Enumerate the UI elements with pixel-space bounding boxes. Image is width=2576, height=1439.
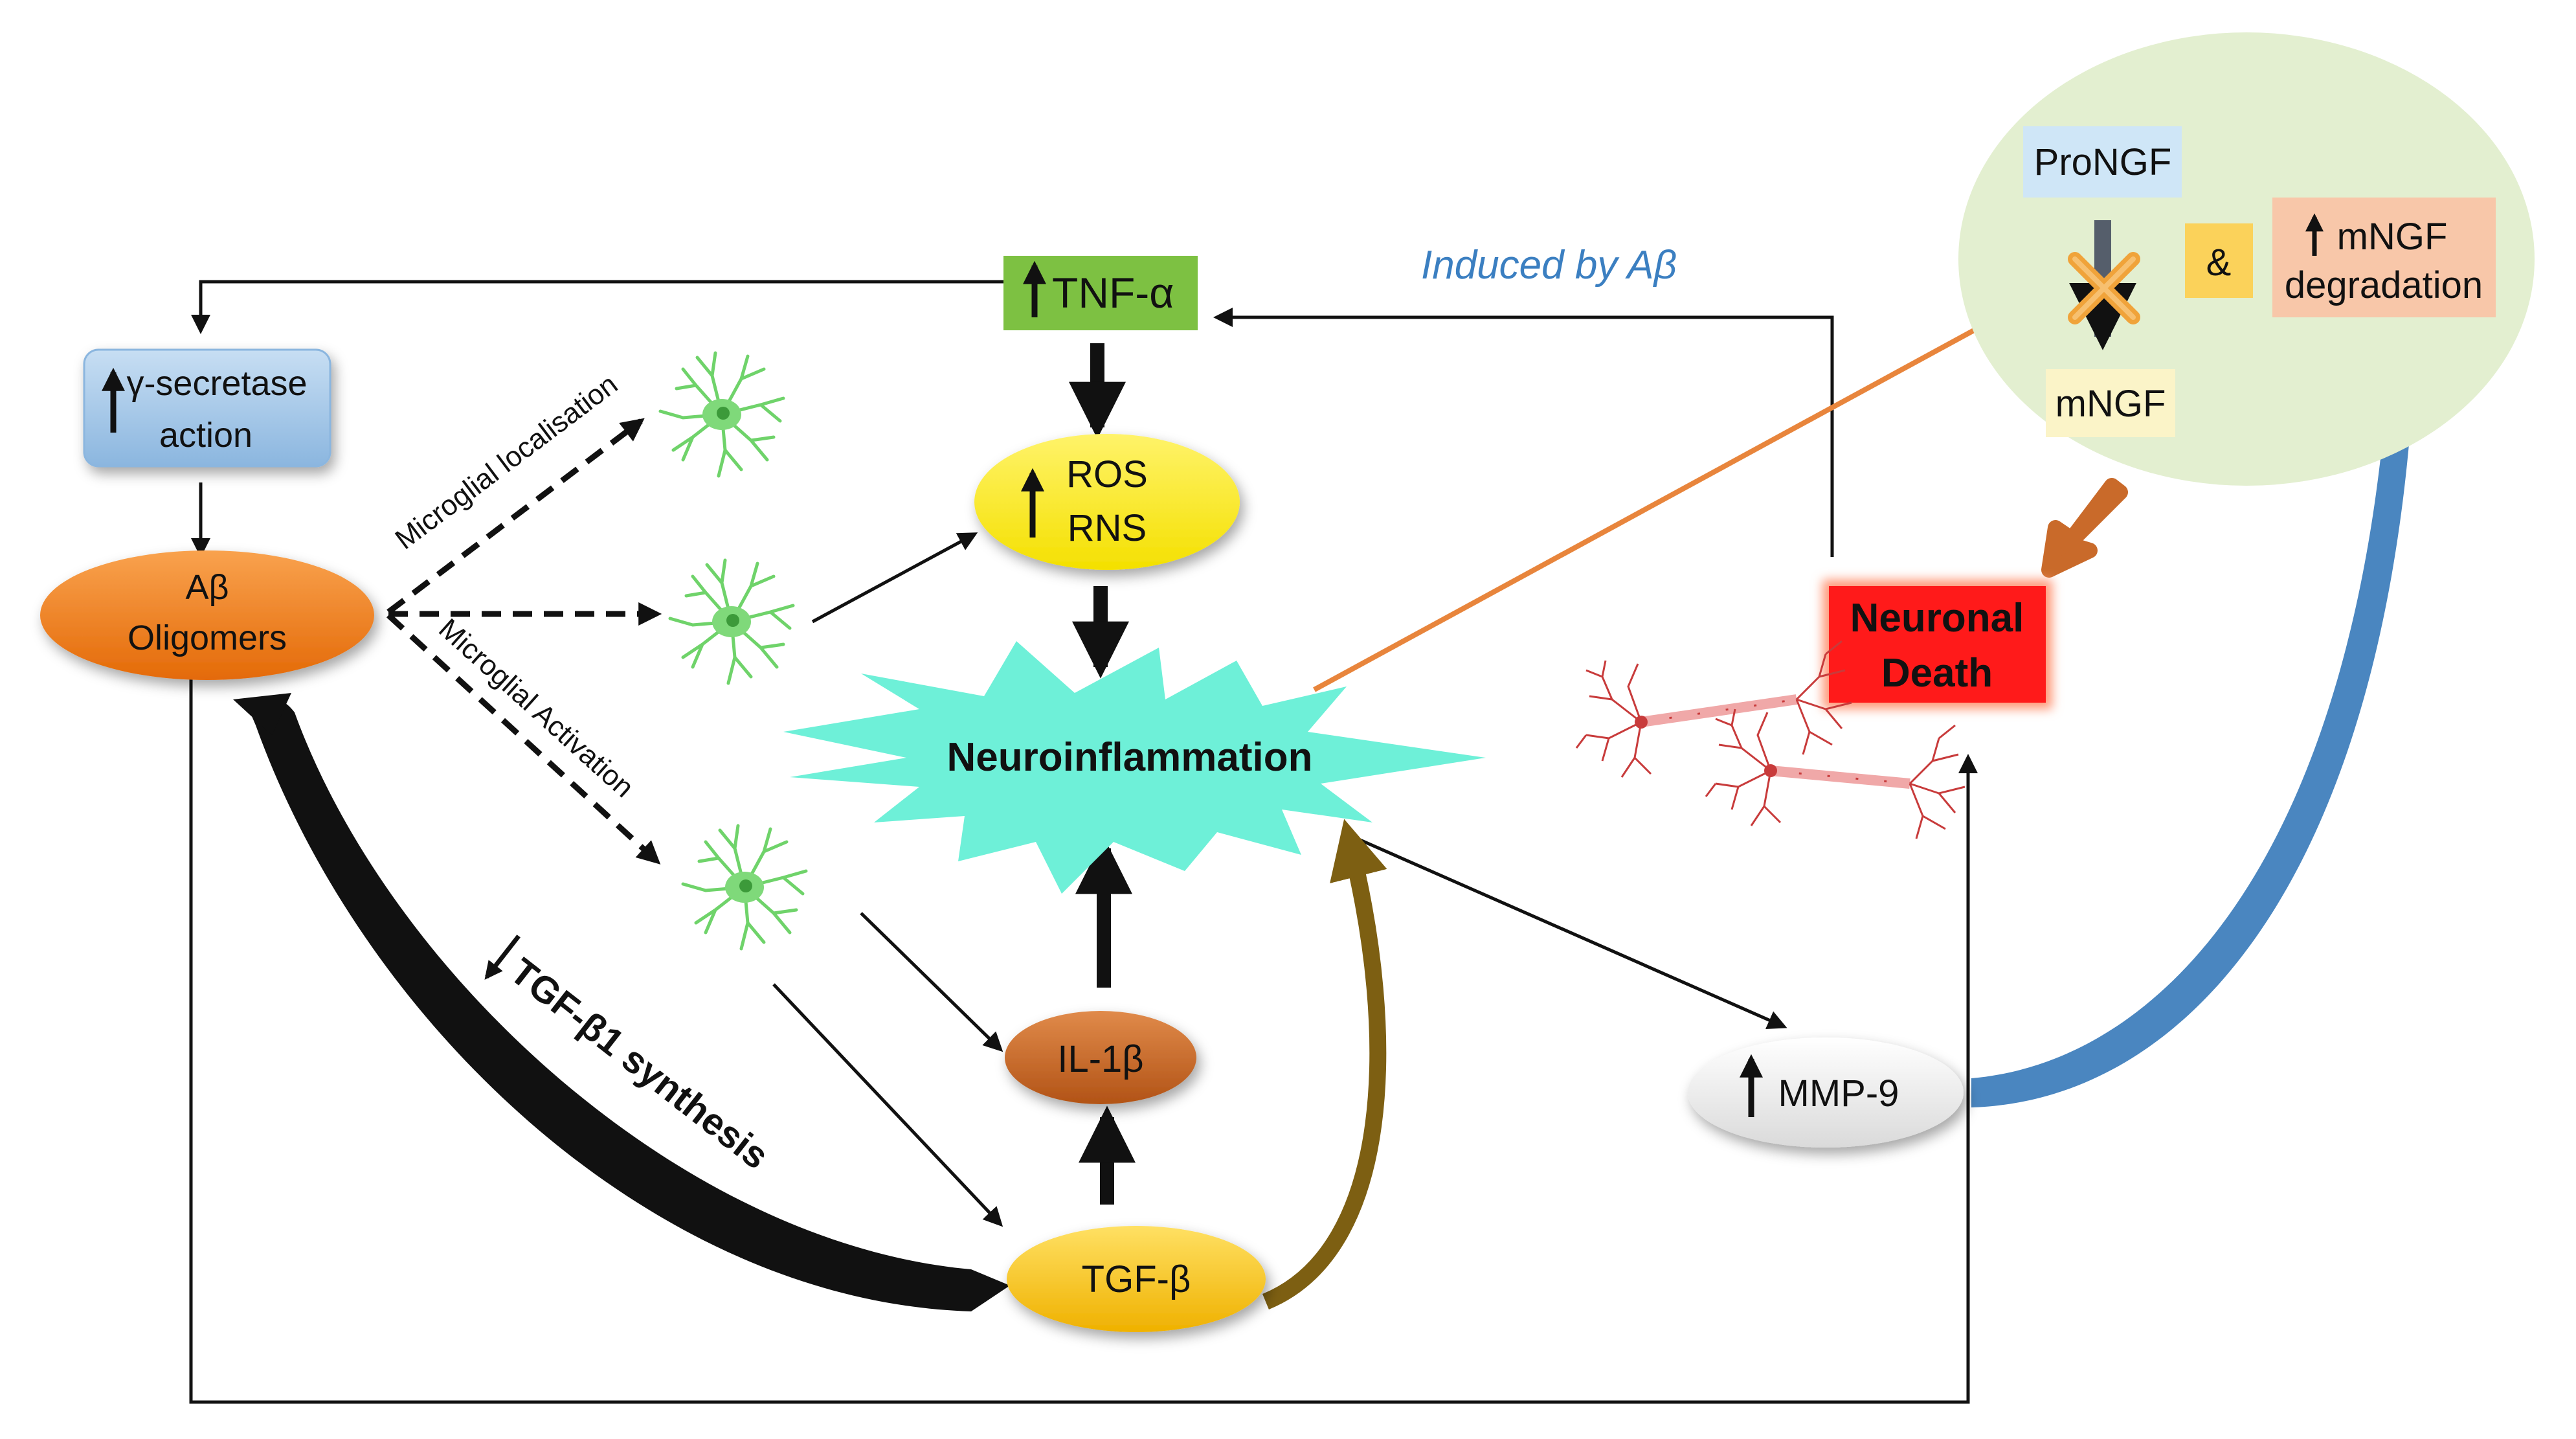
mngf-label: mNGF bbox=[2055, 383, 2166, 425]
neuroinflammation-label: Neuroinflammation bbox=[947, 735, 1313, 780]
il1b-node bbox=[1005, 1011, 1196, 1104]
mngf-degradation-label-line1: mNGF bbox=[2337, 216, 2448, 258]
abeta-oligomers-node bbox=[40, 550, 374, 680]
gamma-secretase-box bbox=[83, 348, 331, 468]
gamma-secretase-label-line2: action bbox=[159, 416, 252, 455]
mngf-box bbox=[2046, 369, 2175, 437]
abeta-to-microglia-localisation-arrow bbox=[386, 418, 645, 615]
abeta-label-line1: Aβ bbox=[185, 568, 229, 607]
microglia-icon bbox=[660, 353, 783, 476]
ampersand-label: & bbox=[2206, 242, 2232, 284]
microglia-icon bbox=[683, 826, 806, 949]
microglial-activation-label: Microglial Activation bbox=[432, 613, 640, 804]
prongf-label: ProNGF bbox=[2034, 141, 2172, 183]
induced-by-abeta-arrow bbox=[1313, 292, 2044, 692]
tnf-label: TNF-α bbox=[1052, 269, 1174, 317]
microglia-to-il1b-arrow bbox=[860, 912, 1003, 1052]
prongf-box bbox=[2023, 126, 2182, 198]
abeta-to-microglia-activation-arrow bbox=[386, 613, 661, 865]
degenerating-neuron-icon bbox=[1705, 708, 1966, 840]
blocked-cross-icon bbox=[2068, 252, 2140, 324]
tgf-b1-synthesis-curved-arrow bbox=[246, 697, 1010, 1311]
abeta-label-line2: Oligomers bbox=[128, 618, 287, 657]
rns-label: RNS bbox=[1068, 507, 1147, 549]
ros-label: ROS bbox=[1066, 453, 1148, 495]
abeta-bottom-loop-connector bbox=[189, 677, 1978, 1404]
neuronal-death-box bbox=[1829, 586, 2046, 703]
tgfb-to-neuroinflammation-curved-arrow bbox=[1262, 819, 1387, 1310]
microglia-icon bbox=[670, 560, 793, 683]
microglia-to-tgfb-arrow bbox=[772, 983, 1003, 1227]
tnf-to-gamma-connector bbox=[191, 280, 1007, 334]
ngf-to-neuronal-death-arrow bbox=[2041, 478, 2128, 578]
induced-by-abeta-label: Induced by Aβ bbox=[1421, 243, 1677, 288]
mngf-degradation-label-line2: degradation bbox=[2285, 264, 2483, 306]
death-to-tnf-connector bbox=[1213, 308, 1834, 557]
tgfb-node bbox=[1007, 1226, 1266, 1332]
gamma-secretase-label-line1: γ-secretase bbox=[126, 364, 307, 403]
neuronal-death-label-line1: Neuronal bbox=[1850, 596, 2024, 640]
neuronal-death-label-line2: Death bbox=[1881, 651, 1993, 696]
mmp9-label: MMP-9 bbox=[1778, 1072, 1899, 1115]
ampersand-box bbox=[2185, 223, 2253, 298]
tgf-b1-down-arrow-icon bbox=[484, 935, 521, 980]
microglia-to-ros-arrow bbox=[811, 532, 978, 624]
tgfb-label: TGF-β bbox=[1082, 1258, 1191, 1300]
neuroinflammation-starburst bbox=[783, 641, 1486, 894]
degenerating-neuron-icon bbox=[1575, 640, 1853, 778]
ros-rns-node bbox=[974, 434, 1240, 570]
il1b-label: IL-1β bbox=[1057, 1038, 1143, 1080]
neuroinflammation-to-mmp9-arrow bbox=[1349, 833, 1787, 1030]
tgf-b1-synthesis-arrowhead bbox=[233, 693, 291, 735]
